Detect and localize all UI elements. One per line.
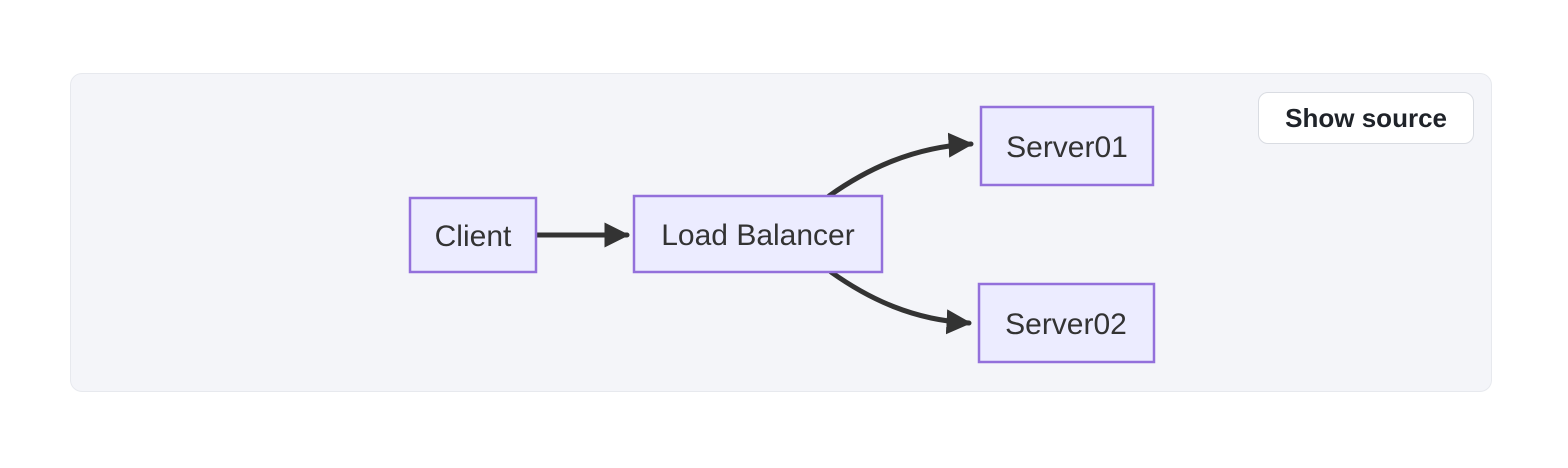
show-source-button[interactable]: Show source bbox=[1258, 92, 1474, 144]
node-server01: Server01 bbox=[979, 105, 1155, 187]
node-client-box bbox=[408, 196, 538, 274]
node-server02: Server02 bbox=[977, 282, 1156, 364]
node-server02-label: Server02 bbox=[1005, 308, 1127, 341]
node-client-label: Client bbox=[435, 220, 512, 253]
node-server01-box bbox=[979, 105, 1155, 187]
node-client: Client bbox=[408, 196, 538, 274]
edge-loadbalancer-to-server01 bbox=[826, 132, 974, 199]
node-load-balancer-box bbox=[632, 194, 884, 274]
node-load-balancer: Load Balancer bbox=[632, 194, 884, 274]
diagram-panel: Show source Client Load Balancer bbox=[70, 73, 1492, 392]
node-server02-box bbox=[977, 282, 1156, 364]
node-load-balancer-label: Load Balancer bbox=[661, 219, 854, 252]
edge-loadbalancer-to-server02 bbox=[828, 269, 972, 335]
flowchart-svg: Client Load Balancer Server01 Server02 bbox=[408, 105, 1156, 364]
node-server01-label: Server01 bbox=[1006, 131, 1128, 164]
